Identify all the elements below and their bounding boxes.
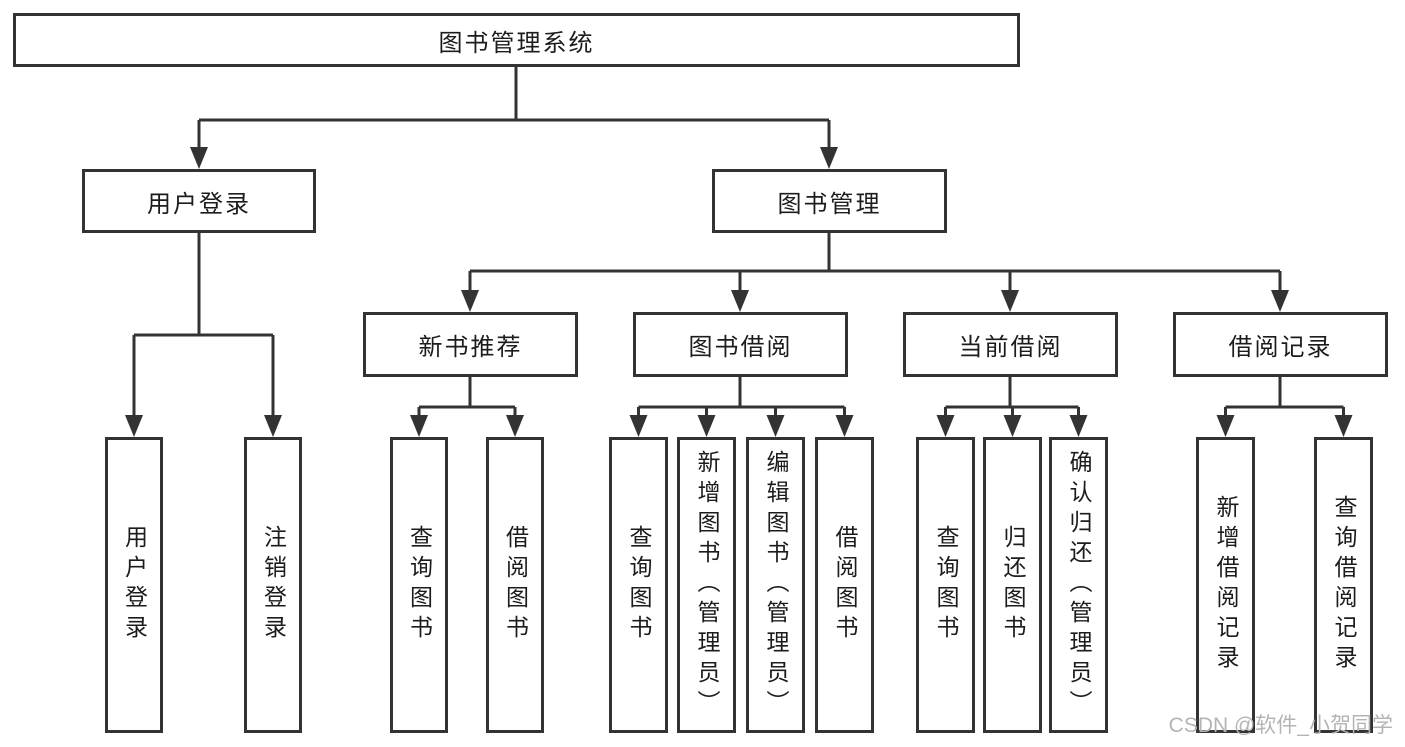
node-book-borrowing-label: 图书借阅 [688,334,793,361]
node-user-login: 用户登录 [82,169,316,233]
leaf-add-books-admin: 新增图书（管理员） [677,437,736,733]
leaf-query-borrow-record: 查询借阅记录 [1314,437,1373,733]
leaf-user-login-label: 用户登录 [121,525,148,645]
leaf-edit-books-admin: 编辑图书（管理员） [746,437,805,733]
leaf-query-borrow-record-label: 查询借阅记录 [1331,495,1357,675]
arrowhead [731,290,749,312]
leaf-add-borrow-record: 新增借阅记录 [1196,437,1255,733]
connector-book-borrowing [637,377,846,417]
node-borrowing-records-label: 借阅记录 [1228,334,1333,361]
csdn-watermark: CSDN @软件_小贺同学 [1168,714,1393,737]
leaf-logout-label: 注销登录 [260,525,287,645]
leaf-query-books-recommend-label: 查询图书 [406,525,433,645]
arrowhead [264,415,282,437]
connector-current-borrowing [944,377,1080,417]
leaf-return-books: 归还图书 [983,437,1042,733]
arrowhead [190,147,208,169]
node-current-borrowing-label: 当前借阅 [958,334,1063,361]
leaf-logout: 注销登录 [244,437,302,733]
node-book-management-label: 图书管理 [777,190,882,218]
arrowhead [1271,290,1289,312]
arrowhead [125,415,143,437]
arrowhead [1069,415,1088,437]
connector-new-book [417,377,517,417]
leaf-query-books-current: 查询图书 [916,437,975,733]
node-library-system-label: 图书管理系统 [438,29,595,57]
leaf-return-books-label: 归还图书 [1000,525,1026,645]
arrowhead [629,415,648,437]
arrowheads [125,147,1353,437]
node-new-book-recommendation-label: 新书推荐 [418,334,523,361]
arrowhead [410,415,428,437]
leaf-confirm-return-admin: 确认归还（管理员） [1049,437,1108,733]
leaf-confirm-return-admin-label: 确认归还（管理员） [1066,450,1092,720]
leaf-add-borrow-record-label: 新增借阅记录 [1213,495,1239,675]
arrowhead [1216,415,1235,437]
arrowhead [1334,415,1353,437]
arrowhead [697,415,716,437]
arrowhead [936,415,955,437]
node-library-system: 图书管理系统 [13,13,1020,67]
node-book-borrowing: 图书借阅 [633,312,848,377]
arrowhead [820,147,838,169]
leaf-borrow-books-borrowing: 借阅图书 [815,437,874,733]
arrowhead [766,415,785,437]
leaf-user-login: 用户登录 [105,437,163,733]
arrowhead [1001,290,1019,312]
connector-book-management [468,233,1282,292]
leaf-query-books-borrowing: 查询图书 [609,437,668,733]
leaf-query-books-current-label: 查询图书 [933,525,959,645]
arrowhead [1003,415,1022,437]
leaf-query-books-recommend: 查询图书 [390,437,448,733]
leaf-borrow-books-recommend: 借阅图书 [486,437,544,733]
leaf-edit-books-admin-label: 编辑图书（管理员） [763,450,789,720]
arrowhead [506,415,524,437]
connector-user-login [132,233,275,417]
leaf-borrow-books-borrowing-label: 借阅图书 [832,525,858,645]
connector-borrowing-records [1224,377,1345,417]
node-borrowing-records: 借阅记录 [1173,312,1388,377]
node-user-login-label: 用户登录 [147,190,251,218]
leaf-borrow-books-recommend-label: 借阅图书 [502,525,529,645]
node-book-management: 图书管理 [712,169,947,233]
connector-root [197,67,831,149]
node-new-book-recommendation: 新书推荐 [363,312,578,377]
arrowhead [835,415,854,437]
leaf-query-books-borrowing-label: 查询图书 [626,525,652,645]
leaf-add-books-admin-label: 新增图书（管理员） [694,450,720,720]
node-current-borrowing: 当前借阅 [903,312,1118,377]
arrowhead [461,290,479,312]
